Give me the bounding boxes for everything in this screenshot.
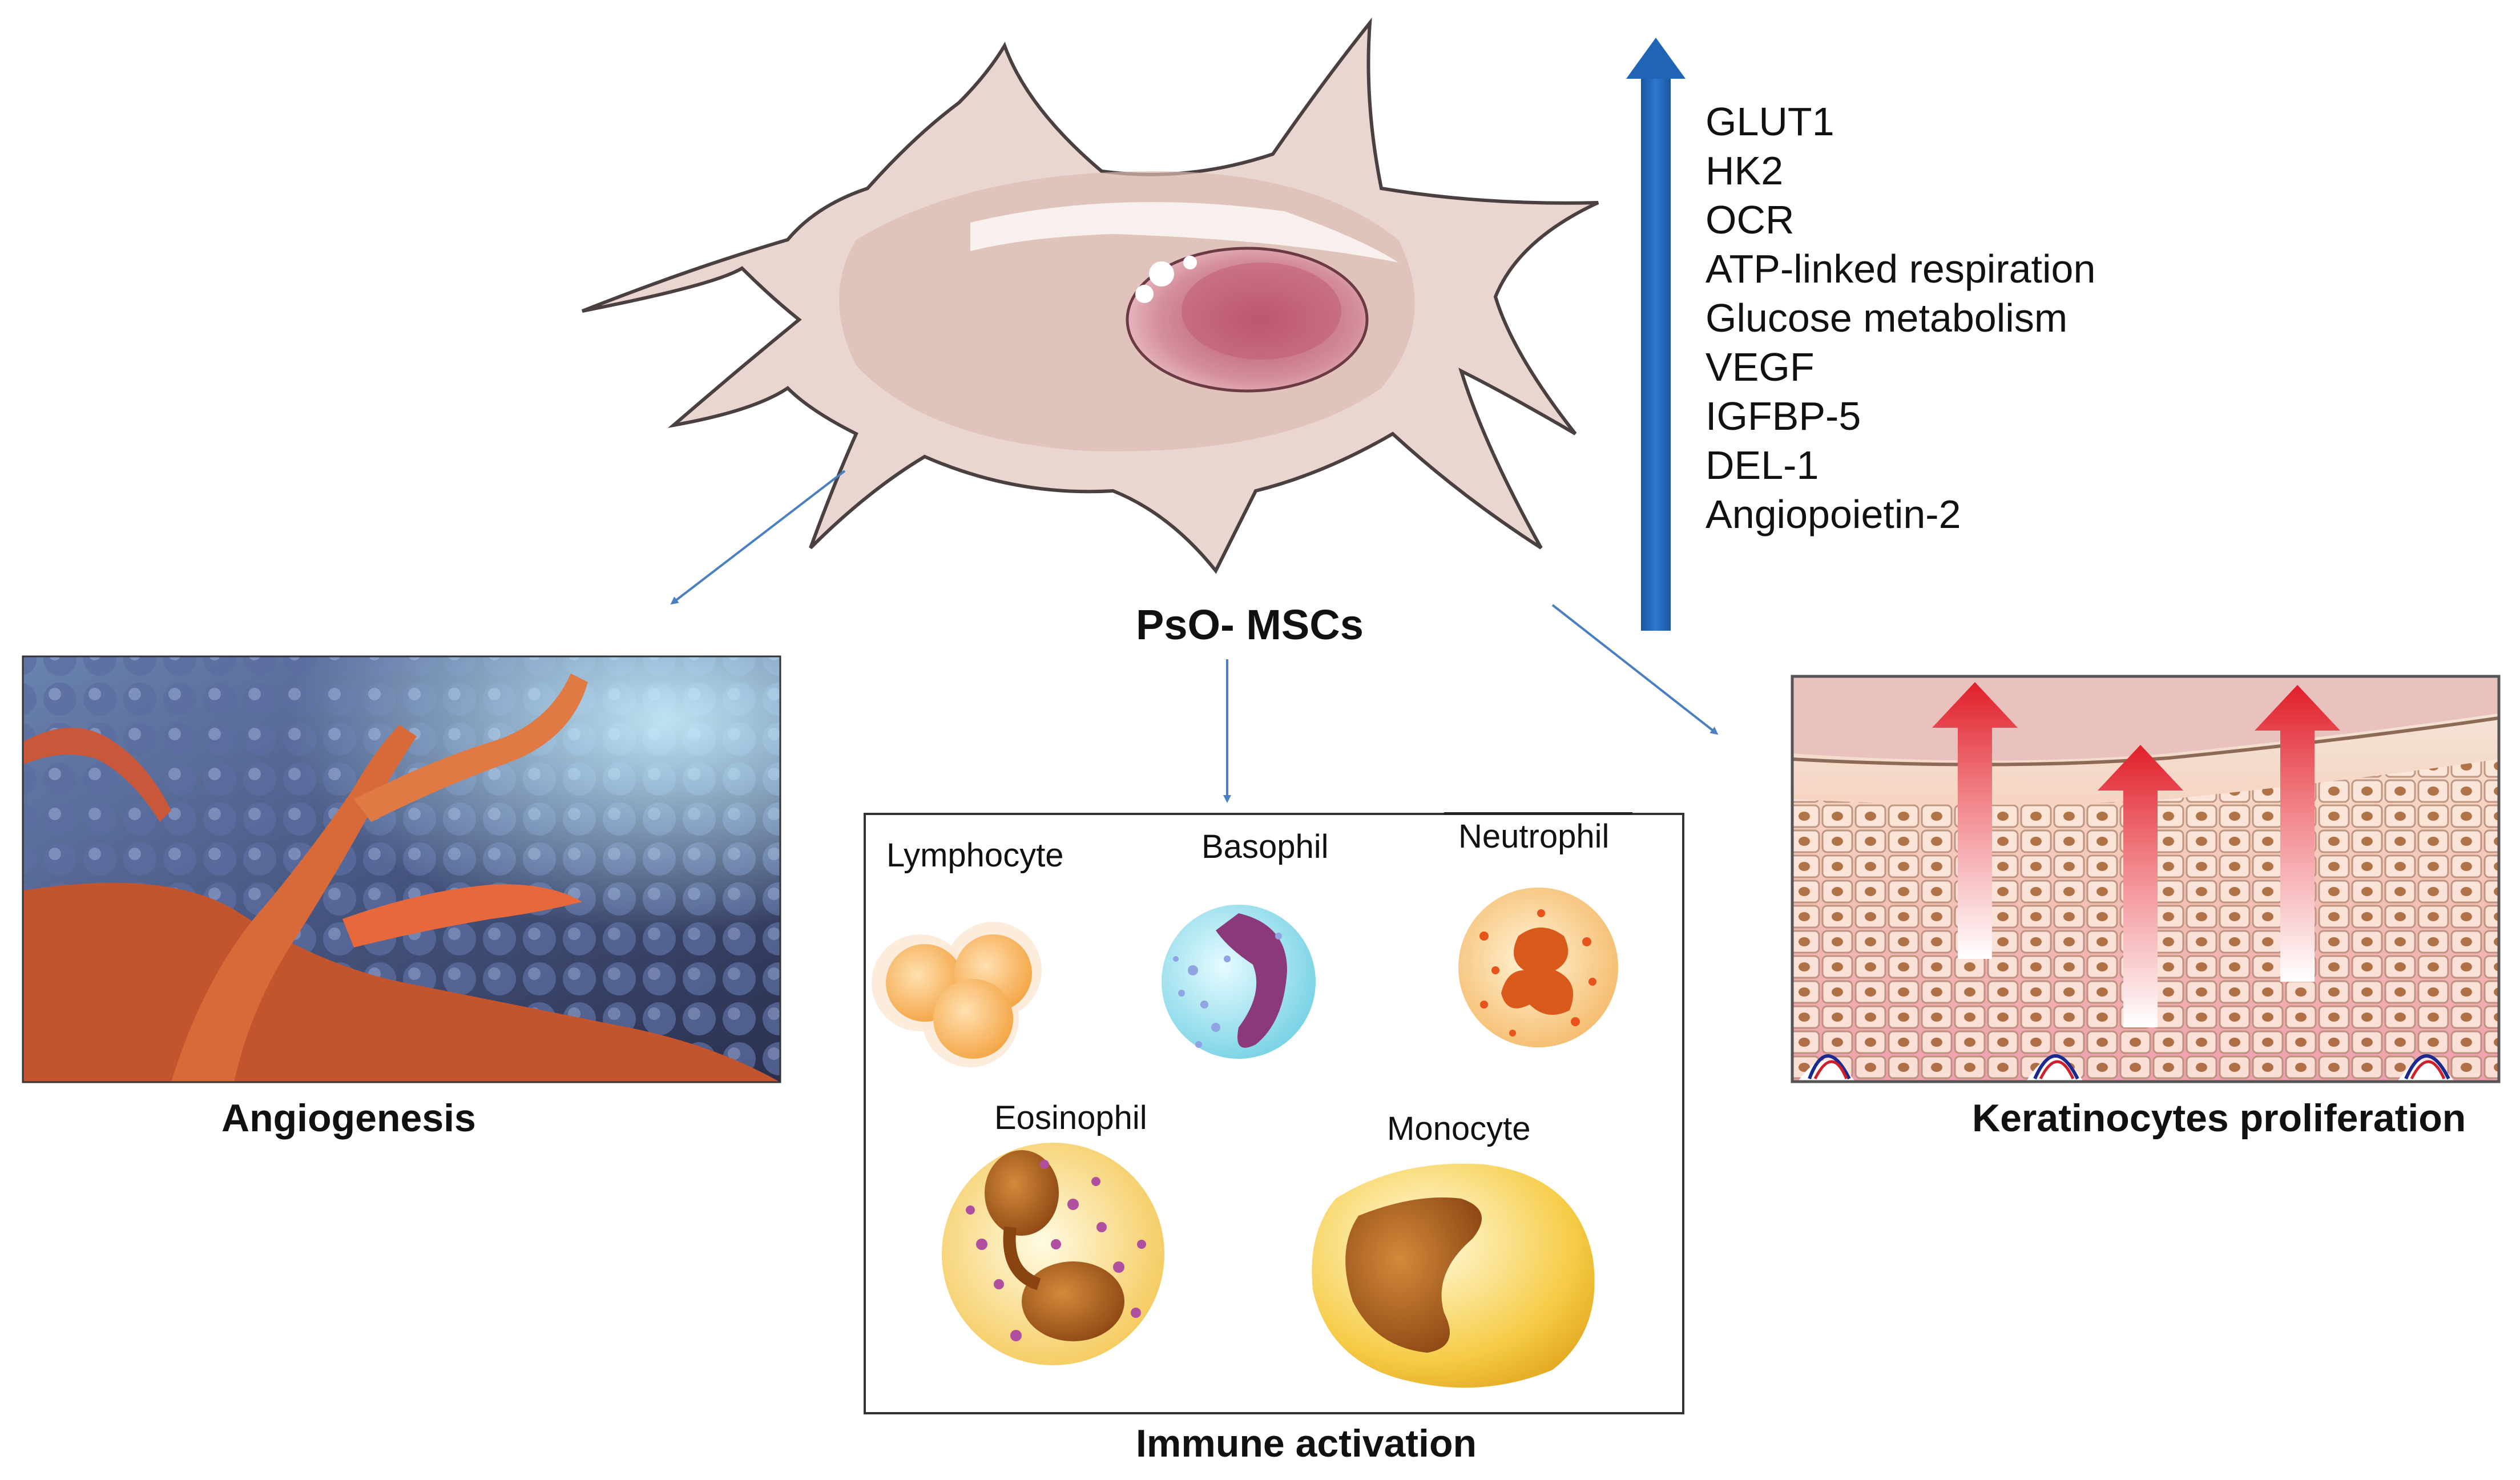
marker-item: ATP-linked respiration bbox=[1705, 247, 2096, 291]
upregulated-marker-list: GLUT1 HK2 OCR ATP-linked respiration Glu… bbox=[1705, 97, 2095, 539]
marker-item: Angiopoietin-2 bbox=[1705, 492, 1961, 537]
lymphocyte-illustration bbox=[872, 922, 1042, 1067]
marker-item: HK2 bbox=[1705, 148, 1784, 193]
msc-cell-highlight bbox=[970, 202, 1398, 263]
marker-item: DEL-1 bbox=[1705, 443, 1819, 487]
marker-item: Glucose metabolism bbox=[1705, 296, 2068, 340]
keratinocytes-image bbox=[1791, 675, 2501, 1083]
msc-vesicle bbox=[1149, 261, 1174, 287]
blood-vessel bbox=[171, 725, 417, 1082]
blood-vessel-sprout bbox=[342, 884, 582, 947]
neutrophil-label: Neutrophil bbox=[1458, 818, 1610, 855]
basophil-illustration bbox=[1162, 905, 1316, 1059]
proliferation-arrow bbox=[1932, 682, 2018, 959]
connector-arrow-to-keratinocytes bbox=[1551, 604, 1719, 735]
msc-cell-illustration bbox=[581, 17, 1599, 574]
marker-item: OCR bbox=[1705, 197, 1795, 242]
msc-vesicle bbox=[1135, 285, 1154, 303]
marker-item: IGFBP-5 bbox=[1705, 394, 1861, 438]
connector-arrow-to-angiogenesis bbox=[670, 470, 846, 605]
center-label: PsO- MSCs bbox=[1136, 601, 1364, 648]
angiogenesis-image bbox=[22, 655, 781, 1083]
basophil-label: Basophil bbox=[1201, 828, 1329, 865]
msc-nucleus-inner bbox=[1182, 263, 1341, 360]
monocyte-label: Monocyte bbox=[1387, 1110, 1531, 1147]
proliferation-arrow bbox=[2098, 745, 2183, 1027]
immune-cells-panel bbox=[864, 812, 1684, 1414]
marker-item: VEGF bbox=[1705, 345, 1815, 389]
monocyte-illustration bbox=[1312, 1163, 1595, 1388]
lymphocyte-label: Lymphocyte bbox=[886, 837, 1064, 874]
eosinophil-label: Eosinophil bbox=[994, 1099, 1147, 1136]
msc-vesicle bbox=[1183, 256, 1197, 269]
keratinocytes-caption: Keratinocytes proliferation bbox=[1972, 1096, 2466, 1140]
neutrophil-illustration bbox=[1458, 888, 1618, 1047]
eosinophil-illustration bbox=[942, 1143, 1164, 1365]
immune-activation-caption: Immune activation bbox=[1136, 1422, 1477, 1465]
marker-item: GLUT1 bbox=[1705, 99, 1834, 144]
blood-vessel bbox=[23, 728, 171, 822]
upregulation-arrow bbox=[1626, 38, 1686, 631]
blood-vessel bbox=[354, 674, 588, 822]
proliferation-arrow bbox=[2255, 685, 2340, 982]
angiogenesis-caption: Angiogenesis bbox=[221, 1096, 476, 1140]
